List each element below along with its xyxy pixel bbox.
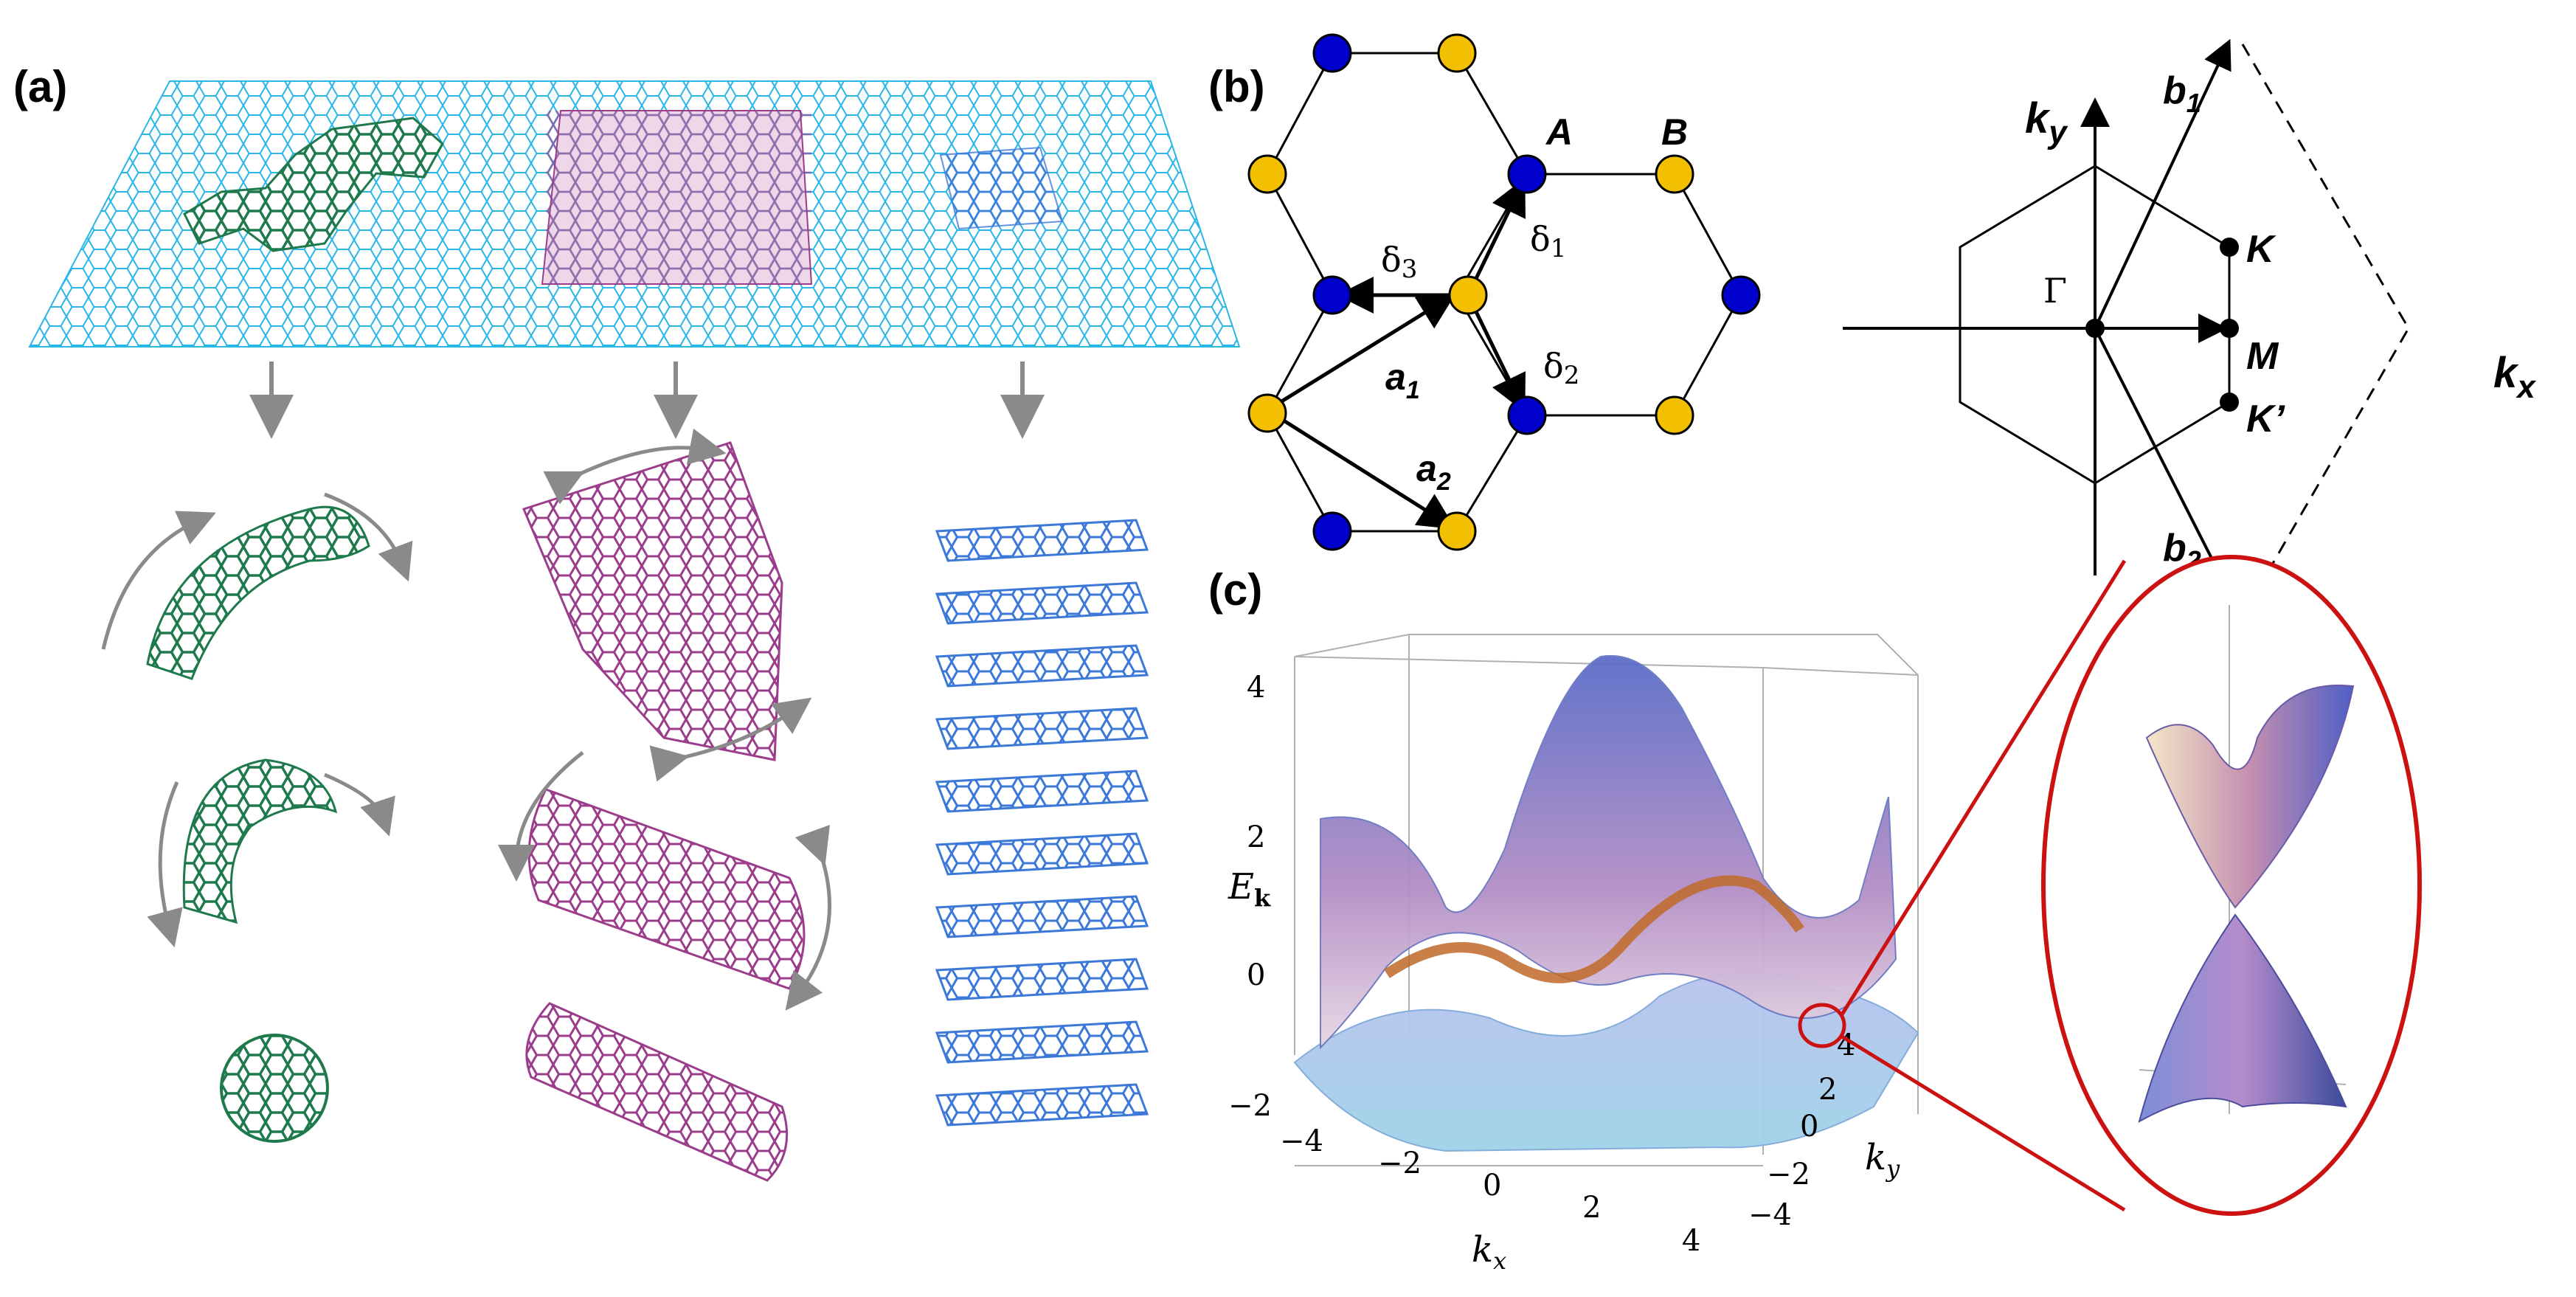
atom-B [1655, 154, 1694, 194]
roll-arrow-3 [498, 751, 584, 882]
sublattice-B [1247, 33, 1694, 551]
site-label-B: B [1661, 111, 1688, 153]
blue-patch [939, 146, 1064, 230]
upper-band-surface [1320, 654, 1897, 1050]
fullerene [220, 1034, 329, 1143]
curl-arrow-2 [324, 492, 413, 582]
z-tick: −2 [1228, 1089, 1272, 1123]
label-Kprime: K’ [2246, 398, 2286, 440]
vector-a2 [1266, 408, 1456, 530]
label-delta1: δ1 [1530, 219, 1566, 263]
atom-A [1312, 33, 1352, 73]
panel-c-label: (c) [1208, 565, 1262, 615]
label-delta3: δ3 [1381, 240, 1417, 284]
atom-A [1507, 395, 1547, 435]
site-label-A: A [1545, 111, 1573, 153]
saddle-ridge [1384, 875, 1804, 983]
panel-b: (b) [1208, 33, 2536, 596]
atom-B [1437, 33, 1477, 73]
x-axis-label: kx [1472, 1229, 1506, 1275]
panel-b-label: (b) [1208, 62, 1265, 111]
green-half-fullerene [182, 758, 338, 924]
upper-cone [2145, 684, 2355, 909]
atom-B [1247, 154, 1287, 194]
label-delta2: δ2 [1543, 346, 1579, 390]
x-tick: −2 [1378, 1146, 1422, 1180]
pink-curved-sheet [522, 441, 783, 761]
z-tick: 2 [1247, 820, 1265, 854]
curl-arrow-4 [324, 772, 395, 837]
x-tick: −4 [1280, 1124, 1323, 1158]
brillouin-zone: Γ K M K’ kx ky b1 b2 [1843, 38, 2536, 596]
dirac-cones [2138, 605, 2355, 1124]
graphite-stack [935, 519, 1149, 1127]
atom-A [1507, 154, 1547, 194]
sublattice-A [1312, 33, 1761, 551]
panel-a: (a) [13, 62, 1241, 1182]
pink-patch-lattice [546, 111, 811, 284]
vector-b1 [2094, 38, 2232, 329]
label-a1: a1 [1385, 356, 1420, 404]
atom-B [1655, 395, 1694, 435]
K-point [2220, 238, 2239, 257]
curl-arrow-1 [101, 511, 216, 650]
atom-A [1312, 275, 1352, 315]
lower-cone [2138, 913, 2347, 1124]
y-axis-label: ky [1865, 1137, 1900, 1183]
atom-B [1448, 275, 1488, 315]
roll-arrow-4 [785, 824, 831, 1011]
label-b1: b1 [2163, 69, 2201, 118]
x-tick: 2 [1582, 1191, 1601, 1225]
x-tick: 0 [1483, 1169, 1501, 1203]
label-K: K [2246, 228, 2276, 271]
vector-a1 [1266, 293, 1456, 412]
y-tick: 0 [1800, 1110, 1818, 1144]
lattice-vectors [1266, 178, 1526, 530]
y-tick: −2 [1767, 1158, 1810, 1191]
z-axis-label: Ek [1228, 866, 1271, 912]
z-tick: 0 [1247, 958, 1265, 992]
vector-delta1 [1466, 178, 1526, 297]
x-tick: 4 [1682, 1224, 1700, 1258]
Kprime-point [2220, 392, 2239, 412]
pink-half-tube [527, 788, 806, 990]
zoom-marker [1798, 1003, 1846, 1048]
label-kx: kx [2493, 349, 2536, 405]
curl-arrow-3 [147, 781, 183, 948]
gamma-point [2085, 319, 2105, 338]
atom-A [1721, 275, 1761, 315]
zoom-line-top [1840, 559, 2127, 1016]
panel-a-label: (a) [13, 62, 67, 111]
vector-delta2 [1466, 294, 1526, 412]
roll-arrow-2 [649, 697, 812, 782]
label-gamma: Γ [2043, 271, 2067, 311]
roll-arrow-1 [543, 428, 727, 505]
y-tick: 4 [1837, 1028, 1855, 1062]
atom-B [1437, 511, 1477, 551]
atom-B [1247, 393, 1287, 433]
reciprocal-cell-dashed [2241, 44, 2410, 591]
zoom-line-bottom [1841, 1034, 2126, 1212]
vector-b2 [2094, 328, 2231, 596]
label-ky: ky [2025, 94, 2068, 151]
y-tick: 2 [1818, 1073, 1837, 1107]
label-M: M [2246, 335, 2279, 378]
label-a2: a2 [1416, 448, 1451, 496]
atom-A [1312, 511, 1352, 551]
z-tick: 4 [1247, 671, 1265, 705]
green-fragment [183, 117, 444, 252]
M-point [2220, 319, 2239, 338]
y-tick: −4 [1748, 1198, 1792, 1232]
green-curved-flake [146, 505, 370, 680]
panel-c: (c) Ek 4 2 0 −2 −4 −2 0 2 4 kx 4 2 0 [1208, 555, 2422, 1275]
nanotube [525, 1002, 789, 1182]
